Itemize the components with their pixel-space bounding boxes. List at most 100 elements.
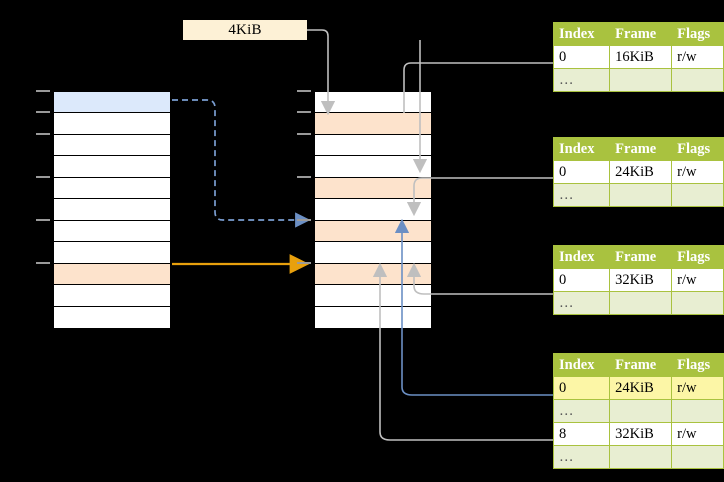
cell-index: … [552, 291, 611, 315]
cell-flags: r/w [671, 376, 724, 400]
wire-table2-to-physical-row7 [406, 177, 553, 217]
table-row: … [552, 68, 724, 92]
column-header-frame: Frame [609, 22, 673, 46]
frame-size-label: 4KiB [183, 20, 307, 40]
physical-cell-row-2 [315, 113, 431, 135]
cell-flags: r/w [671, 45, 724, 69]
table-row: … [552, 291, 724, 315]
column-header-index: Index [552, 137, 611, 161]
physical-cell-row-10 [315, 285, 431, 307]
column-header-flags: Flags [671, 353, 724, 377]
virtual-address-space-stack [52, 90, 172, 330]
physical-cell-tick-9 [297, 261, 311, 264]
physical-cell-row-4 [315, 156, 431, 178]
column-header-flags: Flags [671, 137, 724, 161]
virtual-cell-row-9 [54, 263, 170, 286]
column-header-frame: Frame [609, 353, 673, 377]
cell-frame [609, 68, 673, 92]
physical-cell-row-1 [315, 92, 431, 114]
virtual-cell-row-5 [54, 177, 170, 200]
physical-cell-row-11 [315, 306, 431, 328]
column-header-flags: Flags [671, 22, 724, 46]
physical-cell-row-7 [315, 220, 431, 243]
cell-frame: 24KiB [609, 160, 673, 184]
virtual-cell-row-4 [54, 156, 170, 178]
cell-frame [609, 291, 673, 315]
cell-flags [671, 445, 724, 469]
physical-cell-row-3 [315, 134, 431, 157]
physical-cell-tick-1 [297, 90, 311, 92]
cell-index: 0 [552, 45, 611, 69]
virtual-cell-tick-2 [36, 111, 50, 114]
virtual-cell-tick-1 [36, 90, 50, 92]
virtual-cell-row-6 [54, 199, 170, 221]
cell-index: 0 [552, 268, 611, 292]
virtual-cell-tick-9 [36, 261, 50, 264]
cell-frame: 24KiB [609, 376, 673, 400]
physical-cell-row-6 [315, 199, 431, 221]
cell-flags [671, 68, 724, 92]
cell-flags [671, 291, 724, 315]
cell-index: … [552, 445, 611, 469]
virtual-cell-row-1 [54, 92, 170, 114]
virtual-cell-row-7 [54, 220, 170, 243]
physical-cell-tick-7 [297, 218, 311, 221]
column-header-flags: Flags [671, 245, 724, 269]
cell-frame: 32KiB [609, 422, 673, 446]
table-row: … [552, 399, 724, 423]
virtual-cell-row-11 [54, 306, 170, 328]
table-row: … [552, 183, 724, 207]
cell-index: 0 [552, 160, 611, 184]
physical-cell-tick-5 [297, 175, 311, 178]
physical-cell-tick-3 [297, 132, 311, 135]
physical-cell-row-5 [315, 177, 431, 200]
cell-index: … [552, 68, 611, 92]
cell-flags: r/w [671, 160, 724, 184]
column-header-frame: Frame [609, 245, 673, 269]
column-header-index: Index [552, 353, 611, 377]
physical-cell-tick-2 [297, 111, 311, 114]
cell-index: … [552, 183, 611, 207]
virtual-cell-tick-3 [36, 132, 50, 135]
virtual-cell-tick-5 [36, 175, 50, 178]
virtual-cell-tick-7 [36, 218, 50, 221]
virtual-cell-row-8 [54, 242, 170, 264]
cell-flags [671, 399, 724, 423]
cell-flags: r/w [671, 422, 724, 446]
virtual-cell-row-10 [54, 285, 170, 307]
cell-flags: r/w [671, 268, 724, 292]
column-header-index: Index [552, 22, 611, 46]
physical-memory-stack [313, 90, 433, 330]
virtual-cell-row-3 [54, 134, 170, 157]
wire-virtual-row1-to-physical-row7 [172, 99, 311, 228]
column-header-index: Index [552, 245, 611, 269]
physical-cell-row-8 [315, 242, 431, 264]
cell-frame: 16KiB [609, 45, 673, 69]
cell-frame: 32KiB [609, 268, 673, 292]
virtual-cell-row-2 [54, 113, 170, 135]
cell-index: … [552, 399, 611, 423]
cell-frame [609, 399, 673, 423]
physical-cell-row-9 [315, 263, 431, 286]
column-header-frame: Frame [609, 137, 673, 161]
cell-flags [671, 183, 724, 207]
cell-frame [609, 183, 673, 207]
cell-index: 8 [552, 422, 611, 446]
wire-table3-to-physical-row9 [406, 262, 553, 295]
cell-index: 0 [552, 376, 611, 400]
table-row: … [552, 445, 724, 469]
